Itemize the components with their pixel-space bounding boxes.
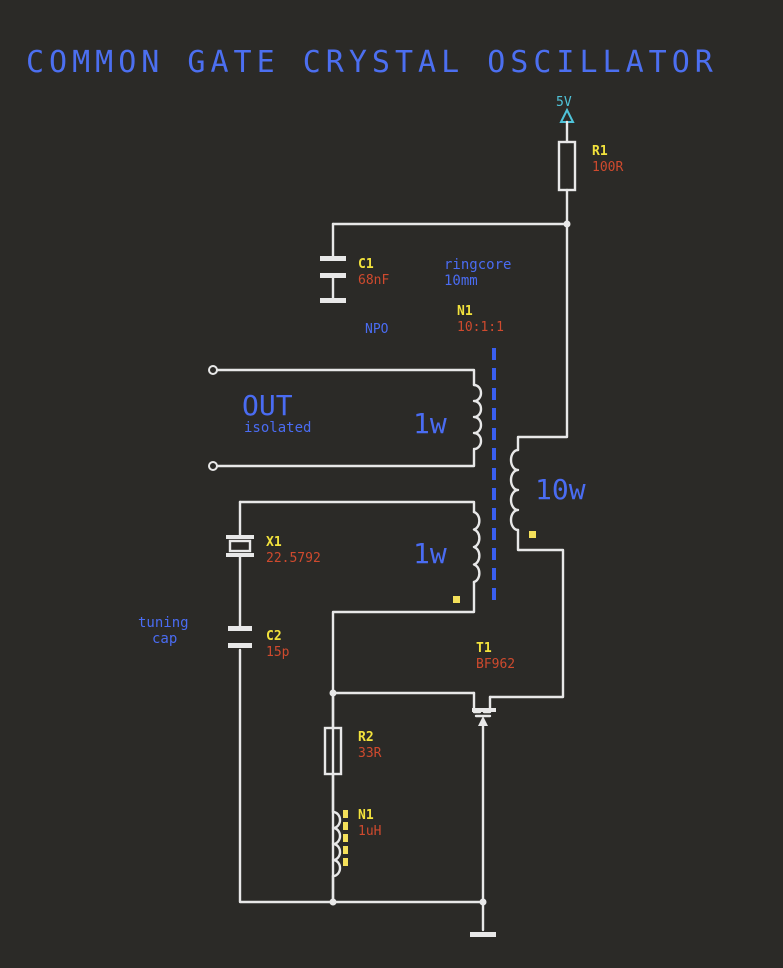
- winding-primary-label: 10w: [535, 473, 586, 506]
- material-label: NPO: [365, 322, 389, 337]
- ground-main-icon: [470, 932, 496, 937]
- phase-dot-feedback: [453, 596, 460, 603]
- output-sublabel: isolated: [244, 420, 311, 436]
- resistor-r2: R2 33R: [323, 691, 382, 814]
- supply-arrow-icon: [559, 107, 575, 123]
- choke-core-dot: [343, 822, 348, 830]
- wire-to-primary: [516, 222, 569, 452]
- choke-core-dot: [343, 834, 348, 842]
- c2-value: 15p: [266, 645, 290, 660]
- core-label: ringcore: [444, 257, 511, 273]
- x1-ref: X1: [266, 535, 282, 550]
- ground-c1-icon: [320, 298, 346, 303]
- c1-plate-bottom: [320, 273, 346, 278]
- wire-out-top: [211, 368, 476, 387]
- c2-ref: C2: [266, 629, 282, 644]
- t1-ref: T1: [476, 641, 492, 656]
- resistor-r1-body: [557, 140, 577, 192]
- x1-value: 22.5792: [266, 551, 321, 566]
- choke-ref: N1: [358, 808, 374, 823]
- choke-core-dot: [343, 846, 348, 854]
- x1-plate-bottom: [226, 553, 254, 557]
- junction-dot: [563, 220, 571, 228]
- x1-body: [228, 539, 252, 553]
- c2-note-line1: tuning: [138, 615, 189, 631]
- core-size-label: 10mm: [444, 273, 478, 289]
- transformer-ref: N1: [457, 304, 473, 319]
- winding-out-label: 1w: [413, 407, 447, 440]
- page-title: COMMON GATE CRYSTAL OSCILLATOR: [26, 45, 718, 80]
- c1-plate-top: [320, 256, 346, 261]
- choke-value: 1uH: [358, 824, 381, 839]
- wire-c2-ground: [238, 648, 485, 904]
- capacitor-c1: C1 68nF: [320, 256, 389, 288]
- coil-out-icon: [472, 383, 483, 451]
- choke-core-dot: [343, 810, 348, 818]
- x1-plate-top: [226, 535, 254, 539]
- coil-primary-icon: [509, 448, 520, 532]
- c2-plate-bottom: [228, 643, 252, 648]
- choke-coil-icon: [331, 810, 342, 878]
- r2-ref: R2: [358, 730, 374, 745]
- c2-plate-top: [228, 626, 252, 631]
- c2-note-line2: cap: [152, 631, 177, 647]
- inductor-n1: N1 1uH: [331, 808, 381, 904]
- r1-ref: R1: [592, 144, 608, 159]
- out-terminal-top: [208, 365, 218, 375]
- supply-label: 5V: [556, 95, 572, 110]
- crystal-x1: X1 22.5792: [226, 535, 321, 566]
- c1-ref: C1: [358, 257, 374, 272]
- resistor-r1: R1 100R: [557, 140, 623, 192]
- junction-dot: [479, 898, 487, 906]
- c1-value: 68nF: [358, 273, 389, 288]
- wire-primary-drain: [488, 528, 565, 699]
- wire-fb-top: [238, 500, 476, 514]
- t1-gate-arrow-icon: [478, 716, 488, 726]
- t1-channel: [472, 708, 496, 712]
- output-label: OUT: [242, 389, 293, 422]
- coil-feedback-icon: [472, 510, 481, 584]
- phase-dot-primary: [529, 531, 536, 538]
- supply-terminal: 5V: [556, 95, 575, 123]
- r2-value: 33R: [358, 746, 382, 761]
- capacitor-c2: C2 15p tuning cap: [138, 615, 290, 660]
- r1-value: 100R: [592, 160, 623, 175]
- t1-value: BF962: [476, 657, 515, 672]
- winding-feedback-label: 1w: [413, 537, 447, 570]
- transistor-t1: T1 BF962: [472, 641, 515, 726]
- out-terminal-bottom: [208, 461, 218, 471]
- wire-out-bottom: [211, 448, 476, 468]
- wire-fb-source: [331, 580, 476, 904]
- wires: [211, 120, 569, 932]
- transformer-ratio: 10:1:1: [457, 320, 504, 335]
- choke-core-dot: [343, 858, 348, 866]
